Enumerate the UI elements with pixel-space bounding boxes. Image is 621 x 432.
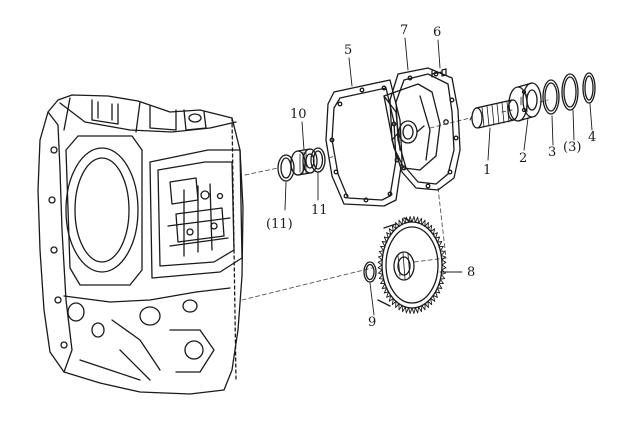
assembly-center-lines [241,99,549,301]
callout-3: 3 [548,145,557,160]
part-1-shaft [469,99,519,129]
callout-6: 6 [433,25,442,40]
callout-7: 7 [400,23,409,38]
callout-2: 2 [519,151,528,166]
part-7-cover [383,67,461,191]
callout-4: 4 [588,130,597,145]
callout-10: 10 [290,107,307,122]
callout-8: 8 [467,265,476,280]
callout-9: 9 [368,315,377,330]
leader-lines [284,37,593,316]
part-4-ring [582,72,596,104]
transmission-housing [37,94,244,395]
part-9-ring [363,261,377,283]
callout-5: 5 [344,43,353,58]
callout-1: 1 [483,163,492,178]
part-11-ring [310,147,326,173]
callout-11: 11 [311,203,328,218]
part-8-gear [377,216,447,314]
part-6-bolt [431,68,447,78]
part-3b-ring [561,73,579,111]
callout-11-parenthesized: (11) [266,217,293,232]
part-3-ring [542,79,560,115]
callout-3-parenthesized: (3) [563,140,582,155]
part-2-bearing [508,82,542,122]
